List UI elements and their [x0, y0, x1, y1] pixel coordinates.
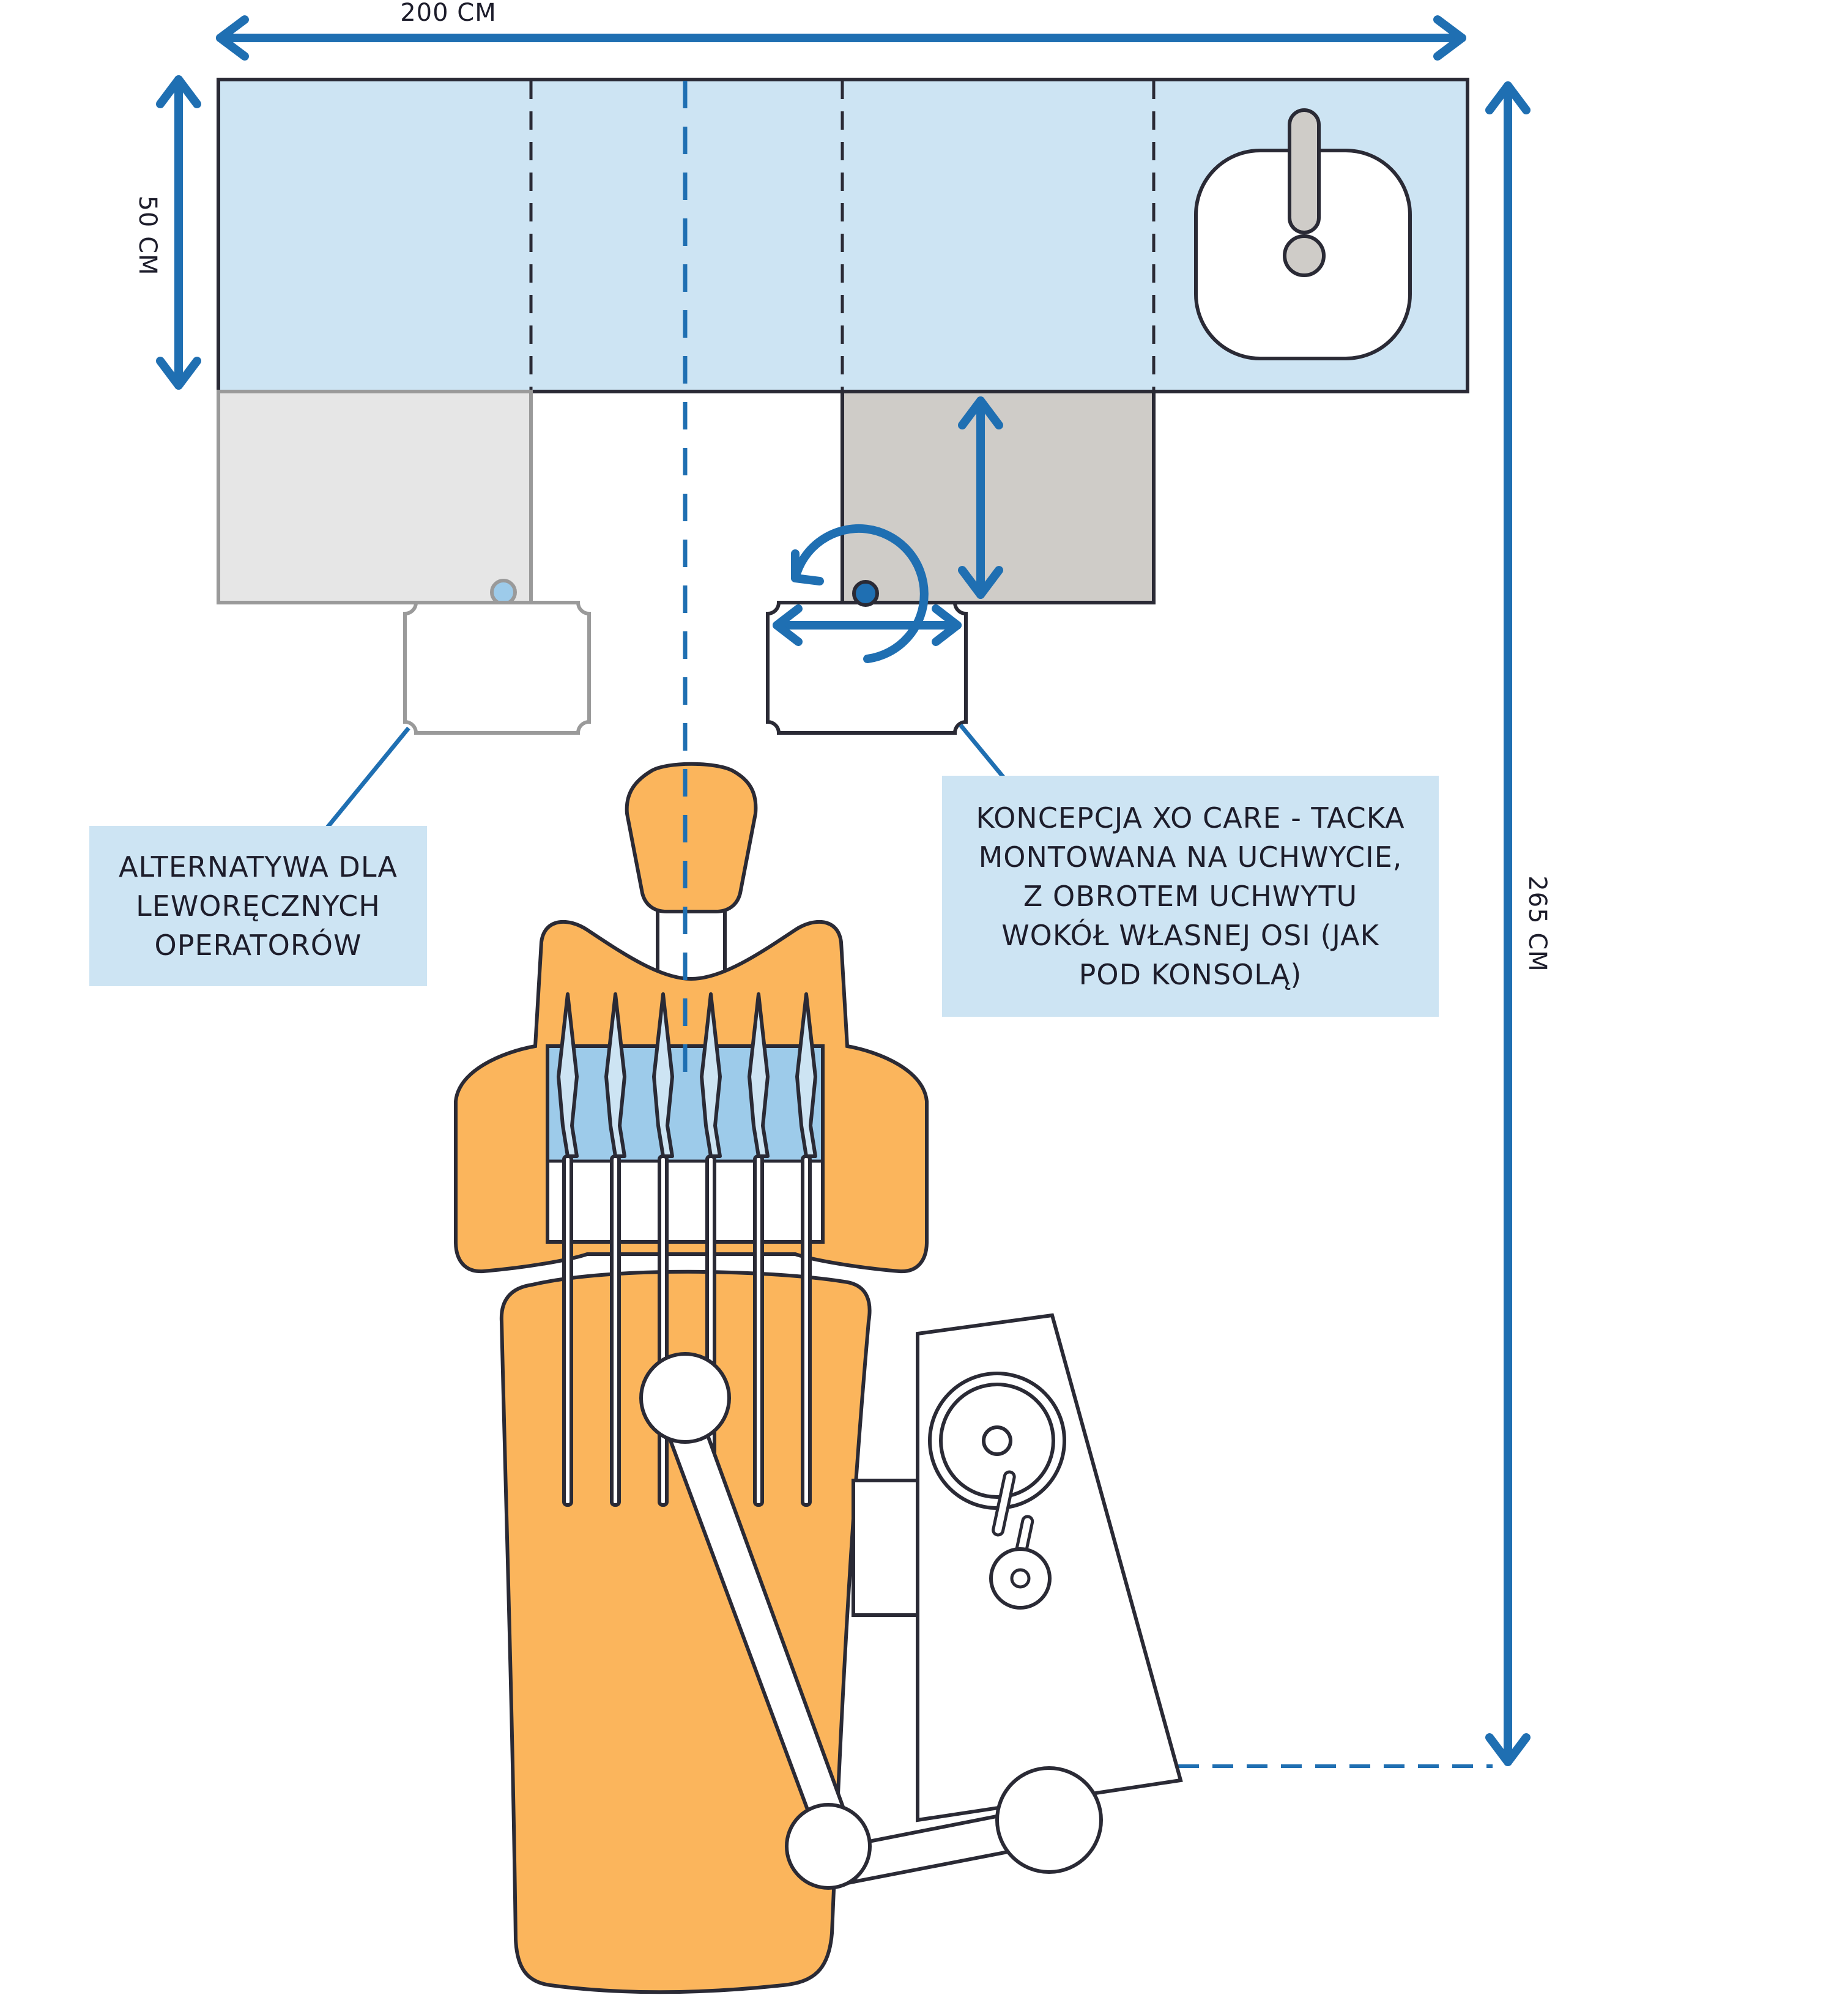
sink-icon	[1194, 108, 1412, 360]
tray-pivot	[852, 580, 879, 607]
seat	[499, 1269, 872, 1994]
cuspidor-drain	[982, 1425, 1012, 1456]
depth-label: 50 CM	[133, 195, 161, 275]
xo-care-tray	[766, 601, 968, 735]
callout-line: LEWORĘCZNYCH	[136, 890, 380, 923]
callout-line: Z OBROTEM UCHWYTU	[1023, 880, 1358, 913]
callout-line: WOKÓŁ WŁASNEJ OSI (JAK	[1001, 919, 1379, 952]
room-length-dimension: 265 CM	[1139, 81, 1551, 1771]
callout-line: KONCEPCJA XO CARE - TACKA	[976, 801, 1405, 834]
width-label: 200 CM	[400, 0, 497, 27]
callout-line: OPERATORÓW	[154, 929, 362, 962]
instrument	[795, 992, 817, 1507]
left-tray-pivot	[490, 579, 517, 606]
callout-line: POD KONSOLĄ)	[1078, 958, 1302, 991]
headrest	[625, 762, 758, 913]
faucet-icon	[1283, 108, 1326, 277]
left-cabinet	[217, 390, 533, 604]
callout-line: ALTERNATYWA DLA	[118, 850, 398, 883]
instrument	[748, 992, 770, 1507]
unit-base-joint	[995, 1766, 1103, 1874]
instrument	[557, 992, 579, 1507]
width-dimension: 200 CM	[216, 0, 1466, 61]
instrument	[652, 992, 674, 1507]
rotate-arrow-icon	[791, 524, 929, 663]
double-arrow-icon	[958, 396, 1003, 599]
xo-callout-leader	[959, 723, 1005, 779]
xo-care-callout: KONCEPCJA XO CARE - TACKA MONTOWANA NA U…	[942, 776, 1439, 1017]
left-handed-tray	[403, 601, 591, 735]
callout-line: MONTOWANA NA UCHWYCIE,	[978, 841, 1403, 874]
arm-joint	[639, 1352, 731, 1444]
unit-connector	[852, 1479, 919, 1617]
water-unit	[916, 1313, 1183, 1874]
instrument	[604, 992, 626, 1507]
instruments	[557, 992, 817, 1507]
room-length-label: 265 CM	[1523, 875, 1551, 972]
left-handed-callout: ALTERNATYWA DLA LEWORĘCZNYCH OPERATORÓW	[89, 826, 427, 986]
arm-joint	[785, 1803, 872, 1890]
depth-dimension: 50 CM	[133, 75, 201, 390]
left-callout-leader	[324, 726, 410, 831]
